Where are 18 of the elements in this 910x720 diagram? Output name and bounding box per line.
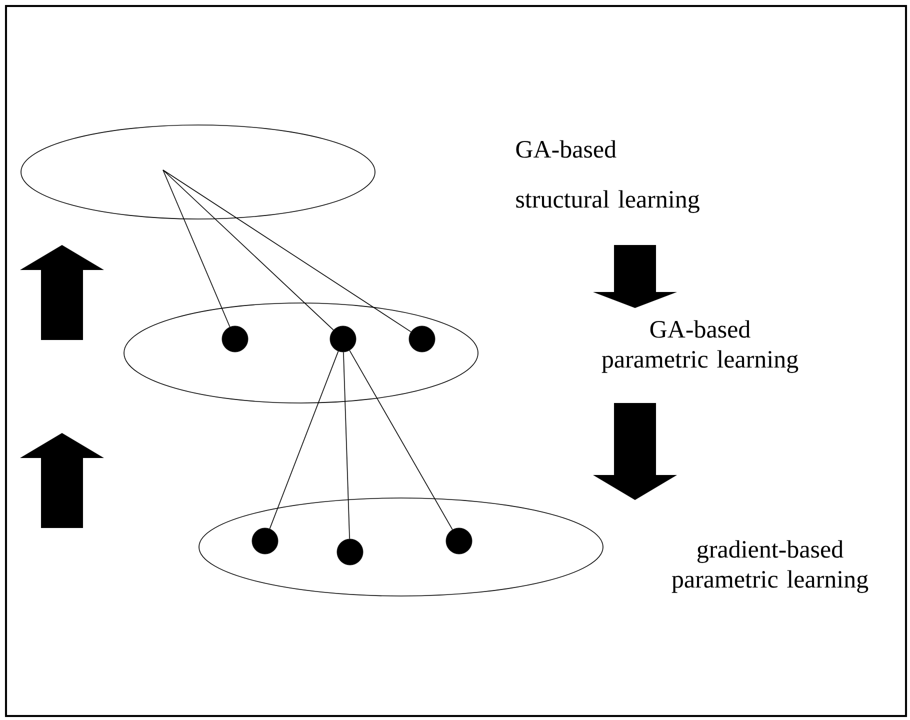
line [162, 170, 334, 330]
dot [252, 528, 278, 554]
line [269, 350, 339, 530]
line [162, 170, 412, 332]
line [162, 170, 230, 328]
dot [336, 538, 364, 566]
line [343, 352, 350, 540]
ellipse [124, 302, 478, 404]
dot [446, 528, 472, 554]
ellipse [20, 124, 376, 220]
dot [408, 326, 436, 352]
dot [330, 326, 356, 352]
dot [222, 326, 248, 352]
label: GA-based structural learning [516, 140, 700, 213]
line [349, 350, 453, 530]
ellipse [198, 498, 604, 596]
label: GA-based parametric learning [602, 320, 798, 373]
label: gradient-based parametric learning [672, 540, 868, 593]
